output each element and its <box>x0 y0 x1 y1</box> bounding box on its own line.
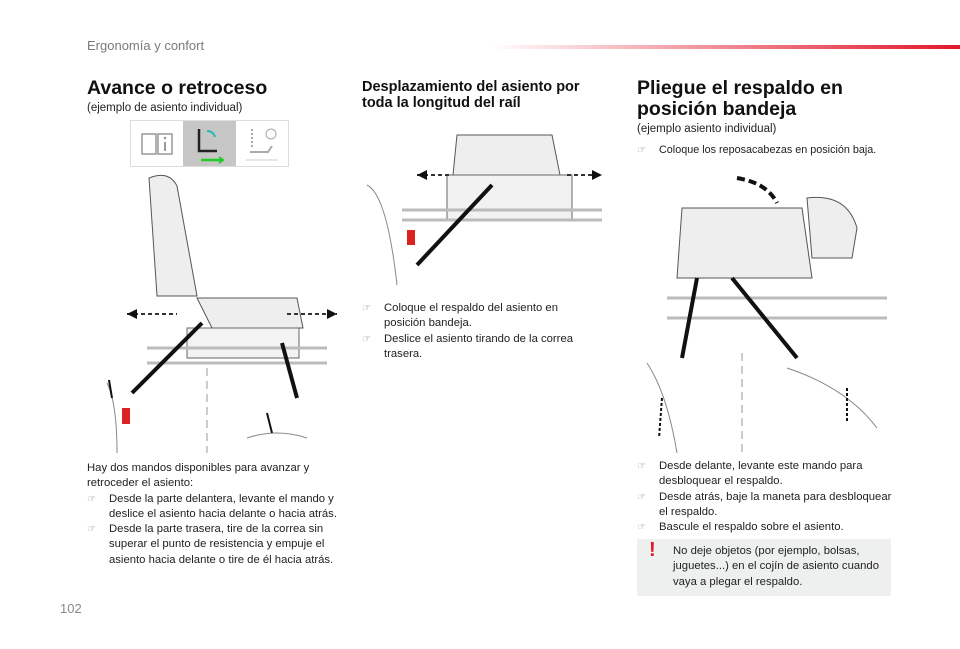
subtitle-col3: (ejemplo asiento individual) <box>637 123 777 135</box>
col2-text: ☞Coloque el respaldo del asiento en posi… <box>362 301 602 362</box>
seat-slide-icon <box>183 121 236 166</box>
pointing-hand-icon: ☞ <box>87 493 96 505</box>
heading-pliegue: Pliegue el respaldo en posición bandeja <box>637 77 843 120</box>
pointing-hand-icon: ☞ <box>637 522 646 534</box>
warning-icon: ! <box>649 539 656 561</box>
col3-text: ☞Desde delante, levante este mando para … <box>637 459 892 535</box>
warning-note: ! No deje objetos (por ejemplo, bolsas, … <box>637 539 891 596</box>
pointing-hand-icon: ☞ <box>362 333 371 345</box>
pointing-hand-icon: ☞ <box>637 461 646 472</box>
page-number: 102 <box>60 601 82 616</box>
pointing-hand-icon: ☞ <box>362 303 371 314</box>
list-item: ☞Desde delante, levante este mando para … <box>637 459 892 490</box>
manual-info-icon <box>131 121 183 166</box>
list-item: ☞Desde la parte delantera, levante el ma… <box>87 492 342 523</box>
list-item: ☞Deslice el asiento tirando de la correa… <box>362 332 602 363</box>
list-item: ☞Bascule el respaldo sobre el asiento. <box>637 520 892 535</box>
col1-intro: Hay dos mandos disponibles para avanzar … <box>87 462 310 490</box>
header-accent-line <box>490 45 960 49</box>
fold-backrest-illustration <box>637 168 891 455</box>
section-title: Ergonomía y confort <box>87 38 205 53</box>
pointing-hand-icon: ☞ <box>87 524 96 536</box>
seat-recline-icon <box>236 121 288 166</box>
heading-desplazamiento: Desplazamiento del asiento por toda la l… <box>362 79 580 111</box>
list-item: ☞Desde la parte trasera, tire de la corr… <box>87 522 342 568</box>
list-item: ☞Coloque el respaldo del asiento en posi… <box>362 301 602 332</box>
heading-avance: Avance o retroceso <box>87 77 268 99</box>
seat-slide-illustration <box>87 168 341 455</box>
list-item: ☞Desde atrás, baje la maneta para desblo… <box>637 490 892 521</box>
seat-icon-strip <box>130 120 289 167</box>
warning-text: No deje objetos (por ejemplo, bolsas, ju… <box>673 545 879 588</box>
pointing-hand-icon: ☞ <box>637 145 646 156</box>
pointing-hand-icon: ☞ <box>637 491 646 503</box>
col1-text: Hay dos mandos disponibles para avanzar … <box>87 461 342 568</box>
list-item: ☞Coloque los reposacabezas en posición b… <box>637 143 892 158</box>
rail-slide-illustration <box>362 125 602 285</box>
subtitle-col1: (ejemplo de asiento individual) <box>87 102 243 114</box>
